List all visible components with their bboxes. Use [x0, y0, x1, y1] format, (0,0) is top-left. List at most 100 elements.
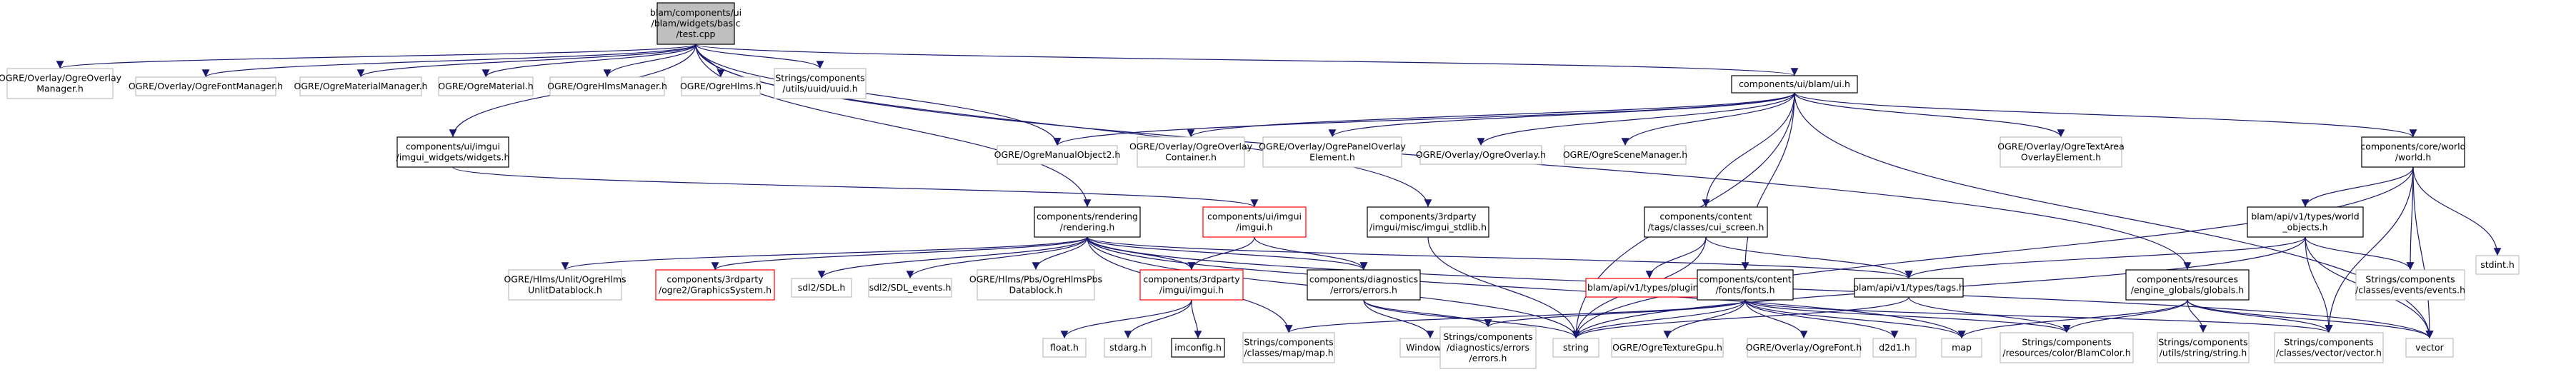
edge-root-to-ogre_material [481, 44, 697, 78]
node-box-fonts [1697, 269, 1794, 301]
node-uuid[interactable]: Strings/components/utils/uuid/uuid.h [774, 68, 867, 99]
edge-stb-to-string [1427, 236, 1580, 339]
node-overlay_h[interactable]: OGRE/Overlay/OgreOverlay.h [1416, 145, 1546, 165]
node-world_objects[interactable]: blam/api/v1/types/world_objects.h [2247, 206, 2364, 238]
edge-fonts-to-d2d1 [1744, 299, 1899, 339]
node-float[interactable]: float.h [1042, 338, 1087, 358]
node-text_area[interactable]: OGRE/Overlay/OgreTextAreaOverlayElement.… [1997, 136, 2125, 168]
node-label-d2d1-line-0: d2d1.h [1879, 342, 1910, 353]
node-stdarg[interactable]: stdarg.h [1104, 338, 1152, 358]
edge-rendering-to-pbs_datablock [1032, 236, 1088, 271]
node-box-vector [2405, 338, 2454, 358]
node-diag_errors[interactable]: Strings/components/diagnostics/errors/er… [1439, 326, 1537, 369]
node-label-fonts-line-1: /fonts/fonts.h [1715, 285, 1774, 296]
node-box-errors [1307, 269, 1421, 301]
node-string_h[interactable]: Strings/components/utils/string/string.h [2157, 332, 2250, 363]
node-sdl_events[interactable]: sdl2/SDL_events.h [868, 278, 952, 298]
node-stdint[interactable]: stdint.h [2475, 255, 2520, 275]
edge-ui_blam-to-overlay_container [1187, 92, 1795, 138]
node-label-text_area-line-0: OGRE/Overlay/OgreTextArea [1997, 141, 2125, 152]
node-label-imgui_widgets-line-0: components/ui/imgui [406, 141, 500, 152]
node-label-errors-line-1: /errors/errors.h [1330, 285, 1397, 296]
edge-errors-to-string [1363, 299, 1580, 339]
node-ogre_material_mgr[interactable]: OGRE/OgreMaterialManager.h [294, 76, 428, 96]
node-blam_color[interactable]: Strings/components/resources/color/BlamC… [2000, 332, 2134, 363]
node-box-cui_screen [1644, 206, 1768, 238]
node-label-root-line-1: /blam/widgets/basic [652, 18, 741, 29]
edge-fonts-to-string [1572, 299, 1746, 339]
node-imgui_widgets[interactable]: components/ui/imgui/imgui_widgets/widget… [396, 136, 510, 168]
node-box-root [657, 2, 735, 45]
node-label-stb-line-1: /imgui/misc/imgui_stdlib.h [1369, 222, 1487, 233]
node-box-string [1552, 338, 1599, 358]
node-fonts[interactable]: components/content/fonts/fonts.h [1697, 269, 1794, 301]
edge-fonts-to-ogre_font [1744, 299, 1808, 339]
edge-cui_screen-to-tags [1705, 236, 1913, 279]
node-map[interactable]: map [1941, 338, 1982, 358]
edge-root-to-rendering [695, 44, 1092, 208]
node-scene_mgr[interactable]: OGRE/OgreSceneManager.h [1563, 145, 1687, 165]
edge-globals-to-map [1957, 299, 2188, 339]
node-label-imgui_3rd-line-0: components/3rdparty [1143, 274, 1240, 285]
node-label-imgui_widgets-line-1: /imgui_widgets/widgets.h [396, 152, 510, 163]
edge-errors-to-diag_errors [1363, 299, 1492, 328]
edge-globals-to-vector [2187, 299, 2434, 339]
edge-root-to-manual_obj [695, 44, 1062, 146]
node-box-imgui_h [1202, 206, 1307, 238]
edge-root-to-ogre_hlms [695, 44, 725, 78]
node-cui_screen[interactable]: components/content/tags/classes/cui_scre… [1644, 206, 1768, 238]
node-box-scene_mgr [1564, 145, 1687, 165]
node-graphics_system[interactable]: components/3rdparty/ogre2/GraphicsSystem… [655, 269, 775, 301]
node-stb[interactable]: components/3rdparty/imgui/misc/imgui_std… [1367, 206, 1489, 238]
node-world[interactable]: components/core/world/world.h [2360, 136, 2466, 168]
edge-ui_blam-to-overlay_h [1477, 92, 1795, 146]
node-box-pbs_datablock [977, 269, 1095, 301]
node-events[interactable]: Strings/components/classes/events/events… [2355, 269, 2465, 301]
node-d2d1[interactable]: d2d1.h [1872, 338, 1917, 358]
node-label-manual_obj-line-0: OGRE/OgreManualObject2.h [994, 149, 1121, 160]
node-box-blam_color [2000, 332, 2134, 363]
node-errors[interactable]: components/diagnostics/errors/errors.h [1307, 269, 1421, 301]
node-ogre_font[interactable]: OGRE/Overlay/OgreFont.h [1746, 338, 1862, 358]
node-ogre_hlms_mgr[interactable]: OGRE/OgreHlmsManager.h [547, 76, 667, 96]
node-rendering[interactable]: components/rendering/rendering.h [1034, 206, 1141, 238]
edge-root-to-uuid [695, 44, 824, 69]
node-root[interactable]: blam/components/ui/blam/widgets/basic/te… [650, 2, 742, 45]
node-box-map [1941, 338, 1982, 358]
node-box-overlay_container [1137, 136, 1245, 168]
node-ui_blam[interactable]: components/ui/blam/ui.h [1731, 75, 1858, 94]
node-label-blam_color-line-0: Strings/components [2022, 337, 2111, 348]
node-label-vector_h-line-1: /classes/vector/vector.h [2276, 348, 2382, 358]
node-vector_h[interactable]: Strings/components/classes/vector/vector… [2274, 332, 2384, 363]
node-manual_obj[interactable]: OGRE/OgreManualObject2.h [994, 145, 1121, 165]
node-box-stdint [2475, 255, 2520, 275]
node-imgui_3rd[interactable]: components/3rdparty/imgui/imgui.h [1139, 269, 1244, 301]
edge-ui_blam-to-cui_screen [1702, 92, 1795, 208]
node-sdl[interactable]: sdl2/SDL.h [791, 278, 852, 298]
node-vector[interactable]: vector [2405, 338, 2454, 358]
node-plugins[interactable]: blam/api/v1/types/plugins.h [1585, 278, 1714, 298]
node-imgui_h[interactable]: components/ui/imgui/imgui.h [1202, 206, 1307, 238]
node-imconfig[interactable]: imconfig.h [1171, 338, 1225, 358]
node-tags[interactable]: blam/api/v1/types/tags.h [1853, 278, 1965, 298]
node-globals[interactable]: components/resources/engine_globals/glob… [2125, 269, 2250, 301]
node-ogre_font_mgr[interactable]: OGRE/Overlay/OgreFontManager.h [129, 76, 283, 96]
node-texture_gpu[interactable]: OGRE/OgreTextureGpu.h [1611, 338, 1724, 358]
edge-ui_blam-to-world [1794, 92, 2417, 138]
node-map_h[interactable]: Strings/components/classes/map/map.h [1242, 332, 1335, 363]
node-box-ogre_material [438, 76, 534, 96]
edge-imgui_widgets-to-imgui_h [452, 166, 1258, 208]
node-label-panel_overlay-line-1: Element.h [1309, 152, 1355, 163]
node-label-pbs_datablock-line-1: Datablock.h [1009, 285, 1063, 296]
node-ogre_hlms[interactable]: OGRE/OgreHlms.h [680, 76, 762, 96]
node-box-text_area [2000, 136, 2122, 168]
node-ogre_material[interactable]: OGRE/OgreMaterial.h [438, 76, 534, 96]
node-label-unlit_datablock-line-0: OGRE/Hlms/Unlit/OgreHlms [504, 274, 626, 285]
node-string[interactable]: string [1552, 338, 1599, 358]
node-label-root-line-2: /test.cpp [677, 29, 716, 39]
